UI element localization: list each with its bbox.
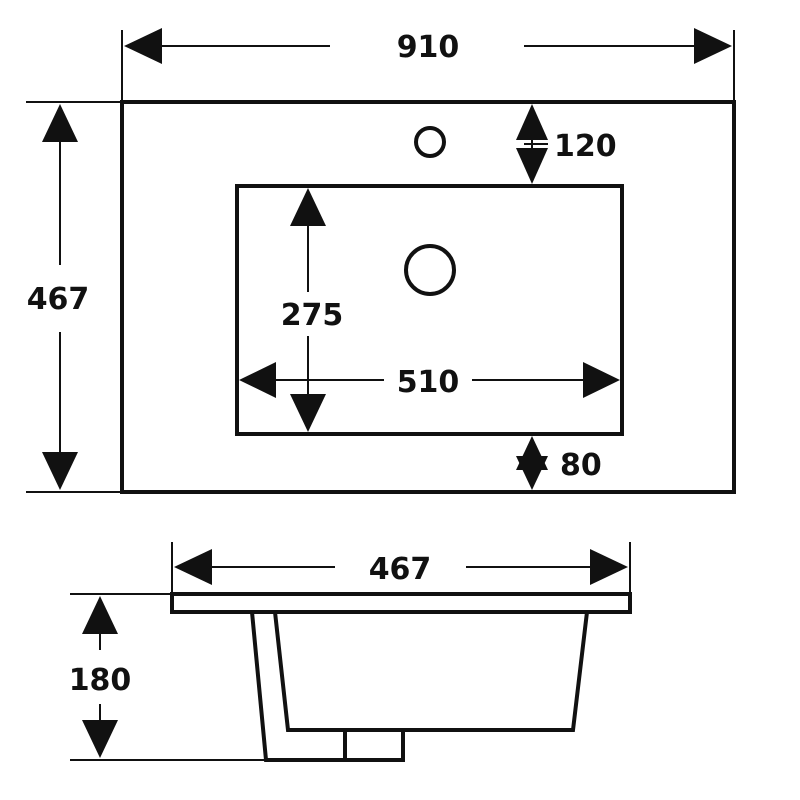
dimension-overall-width: 910 bbox=[124, 28, 732, 65]
dimension-side-height: 180 bbox=[69, 596, 132, 758]
arrow-left-icon bbox=[239, 362, 276, 398]
arrow-down-icon bbox=[42, 452, 78, 490]
side-drain-outline bbox=[343, 730, 405, 762]
arrow-right-icon bbox=[583, 362, 620, 398]
bowl-depth-label: 275 bbox=[281, 298, 344, 333]
countertop-outline bbox=[120, 100, 736, 494]
side-depth-label: 467 bbox=[369, 552, 432, 587]
arrow-right-icon bbox=[694, 28, 732, 64]
faucet-hole-icon bbox=[414, 126, 446, 158]
front-margin-label: 80 bbox=[560, 448, 602, 483]
arrow-down-icon bbox=[516, 456, 548, 490]
bowl-outline bbox=[235, 184, 624, 436]
side-bowl-outline bbox=[273, 611, 589, 732]
side-height-label: 180 bbox=[69, 663, 132, 698]
overall-width-label: 910 bbox=[397, 30, 460, 65]
arrow-down-icon bbox=[290, 394, 326, 432]
dimension-bowl-depth: 275 bbox=[281, 188, 344, 432]
dimension-overall-depth: 467 bbox=[27, 104, 90, 490]
dimension-side-depth: 467 bbox=[174, 549, 628, 587]
dimension-faucet-offset: 120 bbox=[516, 104, 617, 184]
dimension-front-margin: 80 bbox=[516, 436, 602, 490]
drain-hole-icon bbox=[404, 244, 456, 296]
top-view: 910 467 120 275 bbox=[26, 28, 736, 494]
side-slab-outline bbox=[170, 592, 632, 614]
arrow-up-icon bbox=[290, 188, 326, 226]
arrow-left-icon bbox=[124, 28, 162, 64]
arrow-down-icon bbox=[516, 148, 548, 184]
arrow-up-icon bbox=[516, 104, 548, 140]
faucet-offset-label: 120 bbox=[554, 129, 617, 164]
side-apron-outline bbox=[250, 611, 400, 762]
dimension-bowl-width: 510 bbox=[239, 362, 620, 400]
side-view: 467 180 bbox=[69, 542, 632, 762]
arrow-up-icon bbox=[42, 104, 78, 142]
bowl-width-label: 510 bbox=[397, 365, 460, 400]
overall-depth-label: 467 bbox=[27, 282, 90, 317]
arrow-left-icon bbox=[174, 549, 212, 585]
arrow-up-icon bbox=[82, 596, 118, 634]
arrow-right-icon bbox=[590, 549, 628, 585]
arrow-down-icon bbox=[82, 720, 118, 758]
